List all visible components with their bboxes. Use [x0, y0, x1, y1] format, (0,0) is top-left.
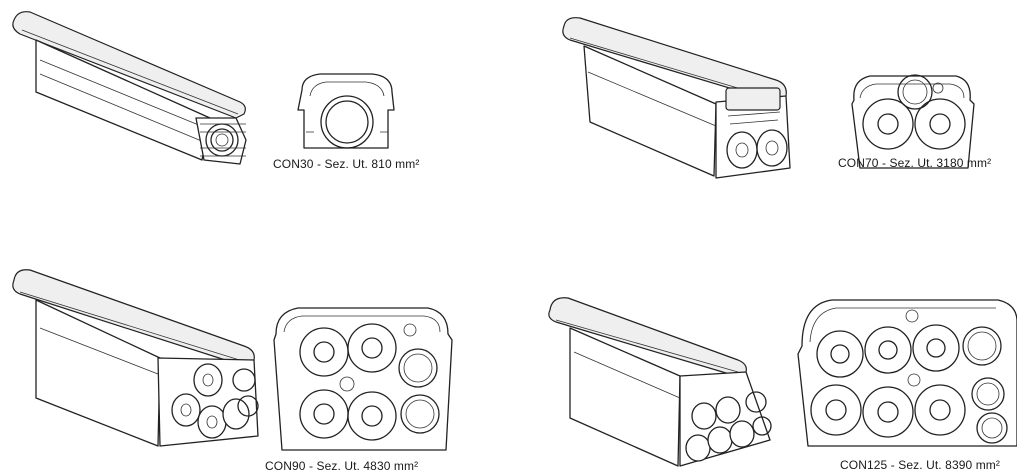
- con70-duct-perspective-drawing: [562, 17, 791, 179]
- con30-duct-perspective-drawing: [12, 11, 247, 165]
- con70-cross-section-drawing: [851, 74, 975, 169]
- product-con30: CON30 - Sez. Ut. 810 mm²: [0, 0, 419, 180]
- con30-caption: CON30 - Sez. Ut. 810 mm²: [273, 157, 420, 171]
- con70-caption: CON70 - Sez. Ut. 3180 mm²: [838, 156, 992, 170]
- product-con125: CON125 - Sez. Ut. 8390 mm²: [540, 250, 1017, 475]
- con90-duct-perspective-drawing: [12, 269, 259, 447]
- con90-caption: CON90 - Sez. Ut. 4830 mm²: [265, 459, 419, 473]
- con125-caption: CON125 - Sez. Ut. 8390 mm²: [840, 458, 1000, 472]
- con125-duct-perspective-drawing: [548, 297, 772, 467]
- con90-cross-section-drawing: [273, 307, 453, 451]
- con30-cross-section-drawing: [297, 73, 395, 149]
- product-con90: CON90 - Sez. Ut. 4830 mm²: [0, 250, 470, 475]
- con125-cross-section-drawing: [797, 299, 1017, 447]
- product-con70: CON70 - Sez. Ut. 3180 mm²: [540, 0, 1017, 190]
